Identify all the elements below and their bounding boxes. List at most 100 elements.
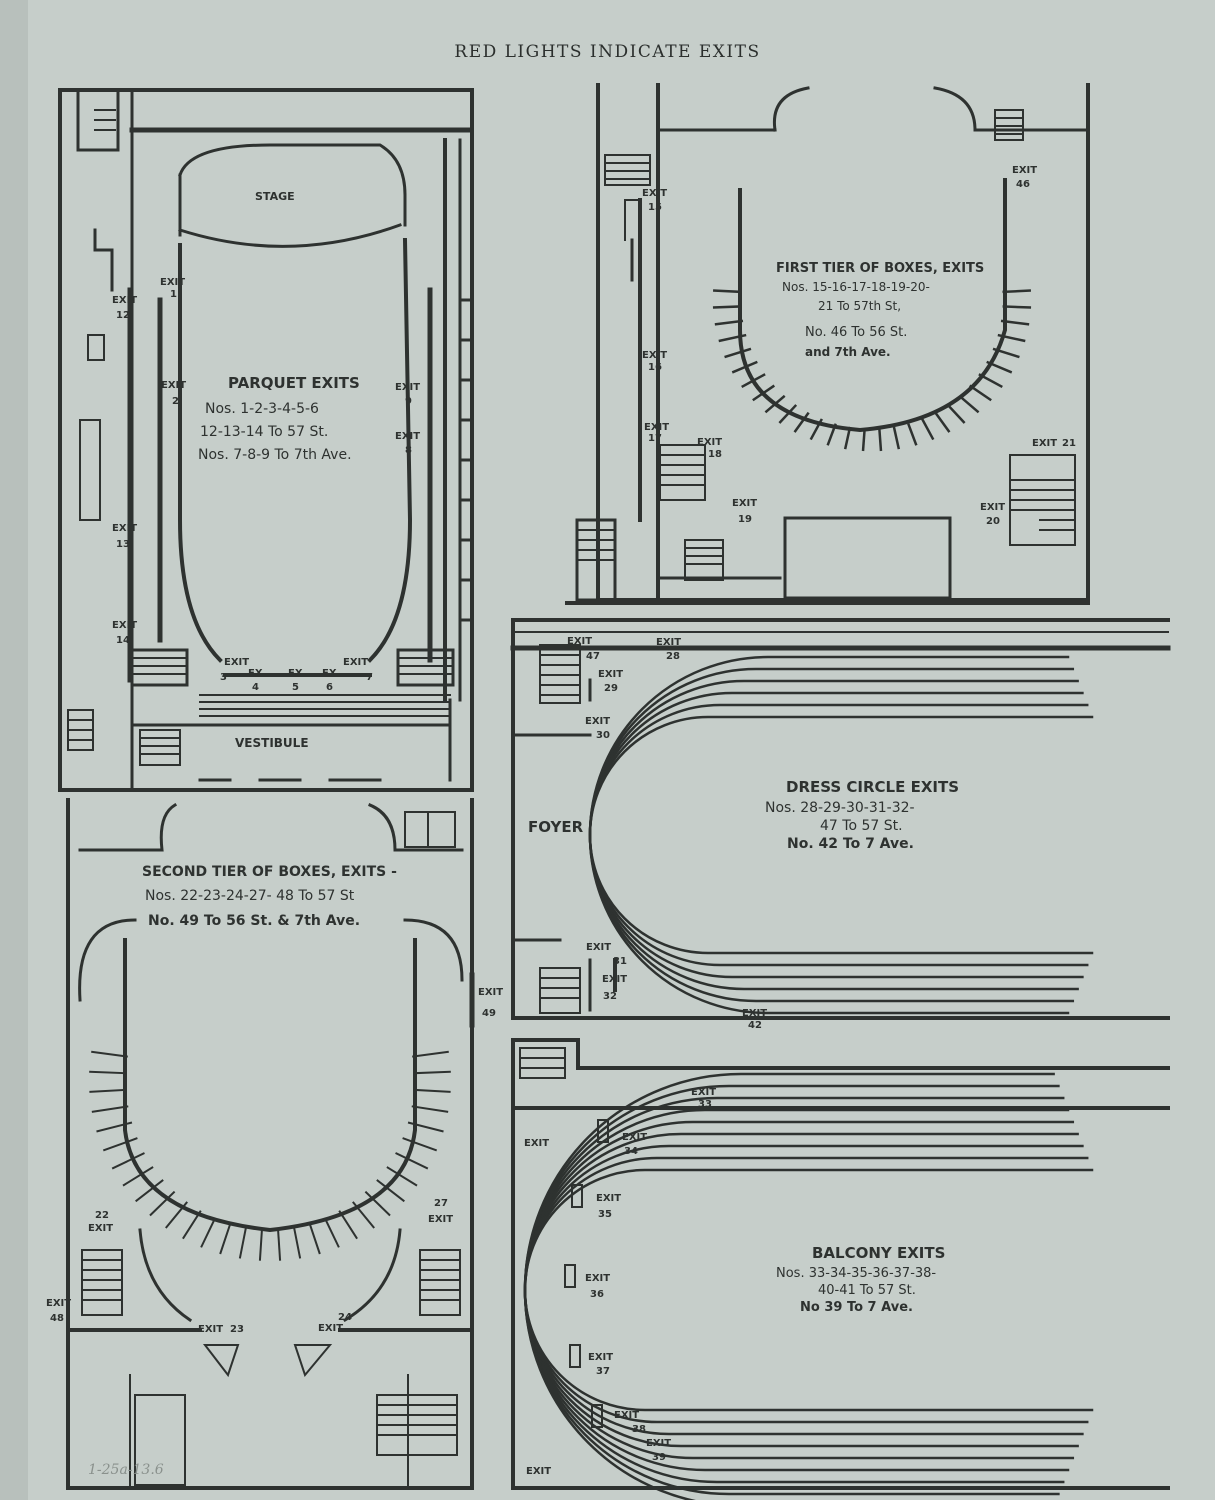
svg-text:EXIT: EXIT	[642, 350, 667, 361]
box-partition	[411, 1105, 449, 1113]
box-partition	[843, 426, 852, 450]
svg-text:29: 29	[604, 683, 618, 694]
svg-text:EX: EX	[248, 668, 263, 679]
svg-text:6: 6	[326, 682, 333, 693]
seating-row	[523, 1168, 1094, 1412]
svg-text:EXIT: EXIT	[980, 502, 1005, 513]
svg-text:EXIT: EXIT	[622, 1132, 647, 1143]
svg-text:15: 15	[648, 202, 662, 213]
box-partition	[731, 360, 758, 374]
box-partition	[724, 347, 752, 359]
box-partition	[277, 1228, 282, 1261]
svg-text:EXIT: EXIT	[395, 431, 420, 442]
svg-text:EXIT: EXIT	[602, 974, 627, 985]
svg-text:EXIT: EXIT	[395, 382, 420, 393]
box-partition	[402, 1137, 438, 1152]
parquet-plan	[58, 88, 474, 792]
page-title: RED LIGHTS INDICATE EXITS	[454, 42, 761, 62]
svg-text:32: 32	[603, 991, 617, 1002]
svg-text:5: 5	[292, 682, 299, 693]
box-partition	[907, 423, 918, 446]
svg-text:12: 12	[116, 310, 130, 321]
parquet-caption: PARQUET EXITS Nos. 1-2-3-4-5-6 12-13-14 …	[198, 374, 360, 463]
second-tier-plan	[66, 798, 475, 1490]
svg-text:EXIT: EXIT	[478, 987, 503, 998]
box-partition	[89, 1070, 127, 1075]
box-partition	[1002, 305, 1032, 309]
svg-text:8: 8	[405, 445, 412, 456]
svg-text:33: 33	[698, 1099, 712, 1110]
box-partition	[713, 289, 742, 294]
exit-5: EX 5	[288, 668, 303, 693]
svg-text:No. 46 To 56 St.: No. 46 To 56 St.	[805, 325, 907, 340]
svg-text:21 To 57th St,: 21 To 57th St,	[818, 299, 901, 313]
seating-row	[523, 1132, 1079, 1448]
svg-text:EXIT: EXIT	[567, 636, 592, 647]
box-partition	[395, 1152, 429, 1170]
vestibule-label: VESTIBULE	[235, 736, 309, 750]
svg-text:EXIT: EXIT	[1032, 438, 1057, 449]
seating-row	[523, 1144, 1084, 1436]
box-partition	[778, 404, 798, 424]
svg-text:EXIT: EXIT	[112, 295, 137, 306]
seating-row	[523, 1120, 1075, 1460]
box-partition	[111, 1152, 145, 1170]
svg-text:EXIT: EXIT	[588, 1352, 613, 1363]
exit-34: EXIT 34	[622, 1132, 647, 1157]
box-partition	[793, 411, 810, 433]
svg-text:42: 42	[748, 1020, 762, 1031]
box-partition	[200, 1217, 217, 1248]
seating-row	[523, 1072, 1055, 1500]
box-partition	[992, 347, 1020, 359]
svg-text:EXIT: EXIT	[644, 422, 669, 433]
svg-text:23: 23	[230, 1324, 244, 1335]
svg-text:46: 46	[1016, 179, 1030, 190]
box-partition	[958, 394, 980, 414]
box-partition	[182, 1210, 202, 1240]
box-partition	[946, 404, 966, 424]
svg-text:Nos. 15-16-17-18-19-20-: Nos. 15-16-17-18-19-20-	[782, 280, 930, 294]
box-partition	[102, 1137, 138, 1152]
box-partition	[809, 418, 823, 441]
catalog-note: 1-25a-13.6	[88, 1462, 164, 1478]
svg-text:EX: EX	[322, 668, 337, 679]
seating-row	[523, 1096, 1065, 1484]
box-partition	[718, 333, 747, 343]
svg-text:34: 34	[624, 1146, 638, 1157]
svg-text:24: 24	[338, 1312, 352, 1323]
exit-32: EXIT 32	[602, 974, 627, 1002]
seating-row	[588, 715, 1094, 955]
box-partition	[219, 1222, 232, 1255]
svg-text:14: 14	[116, 635, 130, 646]
svg-text:9: 9	[405, 396, 412, 407]
svg-text:49: 49	[482, 1008, 496, 1019]
svg-text:39: 39	[652, 1452, 666, 1463]
svg-text:35: 35	[598, 1209, 612, 1220]
svg-text:16: 16	[648, 362, 662, 373]
svg-text:22: 22	[95, 1210, 109, 1221]
svg-text:3: 3	[220, 672, 227, 683]
svg-text:EXIT: EXIT	[160, 277, 185, 288]
svg-text:EXIT: EXIT	[656, 637, 681, 648]
box-partition	[826, 423, 837, 446]
svg-text:7: 7	[366, 672, 373, 683]
svg-text:Nos. 33-34-35-36-37-38-: Nos. 33-34-35-36-37-38-	[776, 1266, 936, 1281]
svg-text:EX: EX	[288, 668, 303, 679]
svg-text:DRESS CIRCLE EXITS: DRESS CIRCLE EXITS	[786, 778, 959, 796]
seating-row	[588, 655, 1070, 1015]
svg-text:EXIT: EXIT	[88, 1223, 113, 1234]
box-partition	[412, 1050, 449, 1058]
svg-text:EXIT: EXIT	[224, 657, 249, 668]
svg-text:48: 48	[50, 1313, 64, 1324]
